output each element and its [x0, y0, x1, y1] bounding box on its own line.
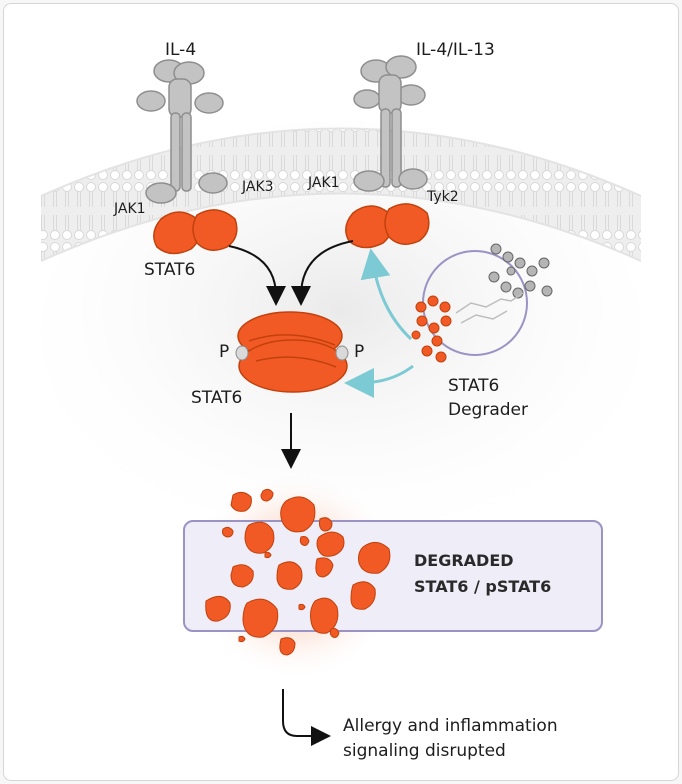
phospho-left-label: P — [219, 342, 230, 362]
degraded-label-line2: STAT6 / pSTAT6 — [414, 577, 552, 596]
figure-frame: IL-4 IL-4/IL-13 JAK1 JAK3 JAK1 Tyk2 STAT… — [3, 3, 679, 781]
outcome-label-line1: Allergy and inflammation — [343, 716, 558, 736]
degraded-label-line1: DEGRADED — [414, 551, 514, 570]
outcome-label-line2: signaling disrupted — [343, 741, 506, 761]
phospho-right-label: P — [354, 342, 365, 362]
degrader-label-line1: STAT6 — [448, 376, 500, 396]
phospho-stat6-dimer — [235, 311, 349, 393]
jak3-label: JAK3 — [242, 179, 274, 195]
il4-receptor — [136, 59, 228, 204]
jak1-right-label: JAK1 — [308, 175, 340, 191]
stat6-right-protein — [345, 203, 430, 249]
degrader-label-line2: Degrader — [448, 400, 528, 420]
degrader-arrows — [344, 248, 414, 398]
stat6-degrader-molecule — [411, 243, 553, 363]
jak1-left-label: JAK1 — [114, 201, 146, 217]
tyk2-label: Tyk2 — [427, 189, 459, 205]
il4-il13-label: IL-4/IL-13 — [416, 40, 495, 60]
degraded-fragments — [205, 488, 391, 746]
activation-arrows — [228, 240, 354, 469]
il4-label: IL-4 — [165, 40, 197, 60]
stat6-left-protein — [153, 209, 238, 255]
outcome-arrow — [282, 689, 331, 746]
il4-il13-receptor — [353, 55, 428, 192]
stat6-center-label: STAT6 — [191, 388, 243, 408]
stat6-left-label: STAT6 — [144, 260, 196, 280]
